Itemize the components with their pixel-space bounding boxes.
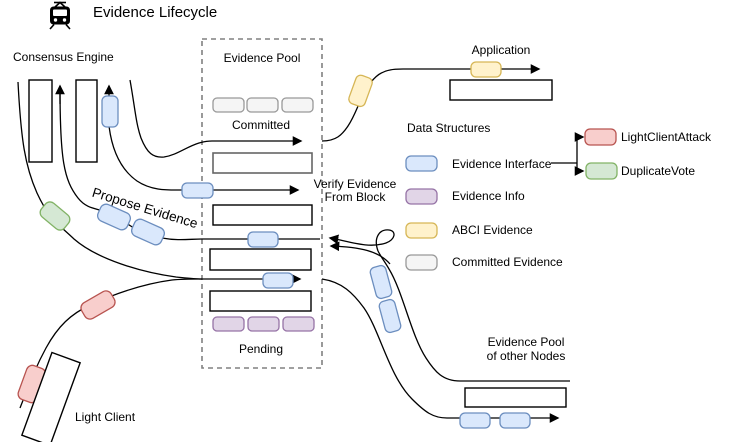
legend-committed-evidence-pill	[405, 254, 438, 271]
light-client-label: Light Client	[75, 410, 136, 424]
legend-evidence-info-pill	[405, 188, 438, 205]
application-label: Application	[471, 43, 531, 57]
legend-label-abci-evidence: ABCI Evidence	[452, 223, 533, 237]
gossip-in-arrow	[329, 241, 391, 265]
evidence-interface-pill	[101, 95, 119, 128]
legend-abci-evidence-pill	[405, 222, 438, 239]
evidence-interface-pill	[96, 203, 132, 231]
evidence-info-pill	[212, 316, 245, 332]
consensus-block-1	[28, 79, 53, 163]
committed-evidence-pill	[212, 97, 245, 113]
page-title: Evidence Lifecycle	[93, 4, 218, 21]
evidence-interface-pill	[181, 182, 214, 199]
block-rect	[212, 152, 313, 174]
evidence-interface-pill	[378, 298, 402, 334]
consensus-engine-label: Consensus Engine	[13, 50, 114, 64]
block-rect	[209, 290, 312, 312]
legend-label-committed-evidence: Committed Evidence	[452, 255, 563, 269]
light-client-attack-pill	[80, 290, 116, 320]
gossip-out-path	[321, 278, 560, 423]
evidence-pool-label: Evidence Pool	[223, 51, 301, 65]
application-rect	[449, 79, 553, 101]
committed-evidence-pill	[281, 97, 314, 113]
verify-evidence-label-line1: Verify Evidence	[313, 177, 397, 191]
train-icon	[49, 1, 71, 30]
duplicate-vote-pill	[39, 201, 71, 231]
committed-evidence-pill	[246, 97, 279, 113]
light-client-attack-legend-pill	[584, 128, 617, 146]
legend-label-evidence-info: Evidence Info	[452, 189, 525, 203]
consensus-block-2	[75, 79, 98, 163]
other-nodes-label-line1: Evidence Pool	[487, 335, 565, 349]
gossip-in-loop-arrow	[328, 229, 395, 252]
duplicate-vote-path	[17, 81, 203, 280]
duplicate-vote-label: DuplicateVote	[621, 164, 696, 178]
committed-label: Committed	[231, 118, 290, 132]
verify-evidence-label-line2: From Block	[324, 190, 386, 204]
verify-evidence-path	[108, 125, 300, 195]
evidence-interface-pill	[247, 231, 279, 248]
evidence-interface-pill	[459, 412, 491, 429]
legend-label-evidence-interface: Evidence Interface	[452, 157, 552, 171]
evidence-interface-pill	[262, 272, 294, 289]
duplicate-vote-legend-pill	[585, 162, 618, 180]
evidence-info-pill	[282, 316, 315, 332]
pending-label: Pending	[238, 342, 284, 356]
block-rect	[209, 248, 312, 271]
evidence-interface-pill	[130, 218, 166, 246]
abci-evidence-pill	[348, 74, 373, 108]
evidence-pool-container	[201, 38, 323, 369]
legend-evidence-interface-pill	[405, 155, 438, 172]
evidence-interface-pill	[369, 264, 393, 300]
evidence-info-pill	[247, 316, 280, 332]
other-nodes-label-line2: of other Nodes	[486, 349, 566, 363]
light-client-rect	[20, 351, 82, 442]
legend-branch-line	[551, 137, 578, 171]
block-rect	[212, 204, 313, 226]
committed-evidence-path	[129, 79, 303, 158]
abci-evidence-pill	[470, 61, 502, 78]
data-structures-label: Data Structures	[407, 121, 491, 135]
light-client-attack-label: LightClientAttack	[621, 130, 712, 144]
gossip-in-path	[377, 250, 570, 382]
other-nodes-rect	[464, 387, 567, 408]
evidence-interface-pill	[499, 412, 531, 429]
